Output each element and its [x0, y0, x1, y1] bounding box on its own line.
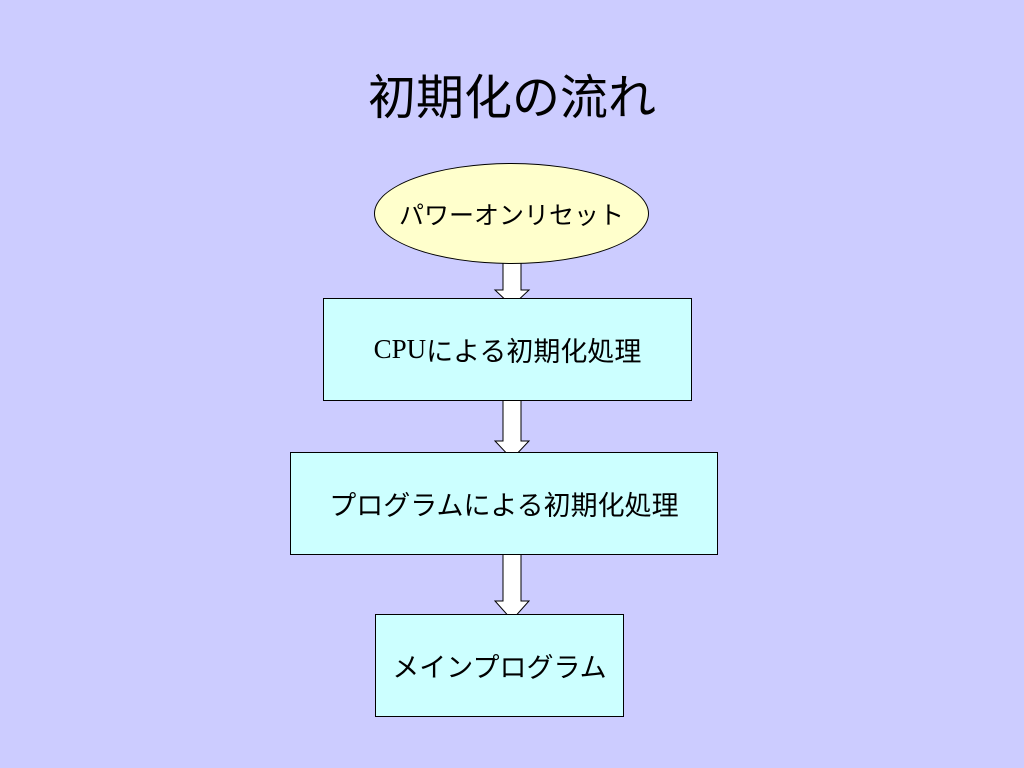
step-node-cpu-prefix: CPU	[373, 334, 427, 364]
step-node-main-label: メインプログラム	[392, 653, 607, 684]
arrow-program-to-main	[493, 545, 531, 621]
start-node-power-on-reset: パワーオンリセット	[374, 163, 649, 264]
step-node-program-label: プログラムによる初期化処理	[329, 491, 679, 522]
start-node-label: パワーオンリセット	[398, 200, 624, 230]
arrow-cpu-to-program	[493, 391, 531, 460]
step-node-cpu-suffix: による初期化処理	[426, 337, 642, 368]
step-node-program-init: プログラムによる初期化処理	[290, 452, 718, 555]
slide-title: 初期化の流れ	[367, 70, 656, 126]
step-node-main-program: メインプログラム	[375, 614, 624, 717]
